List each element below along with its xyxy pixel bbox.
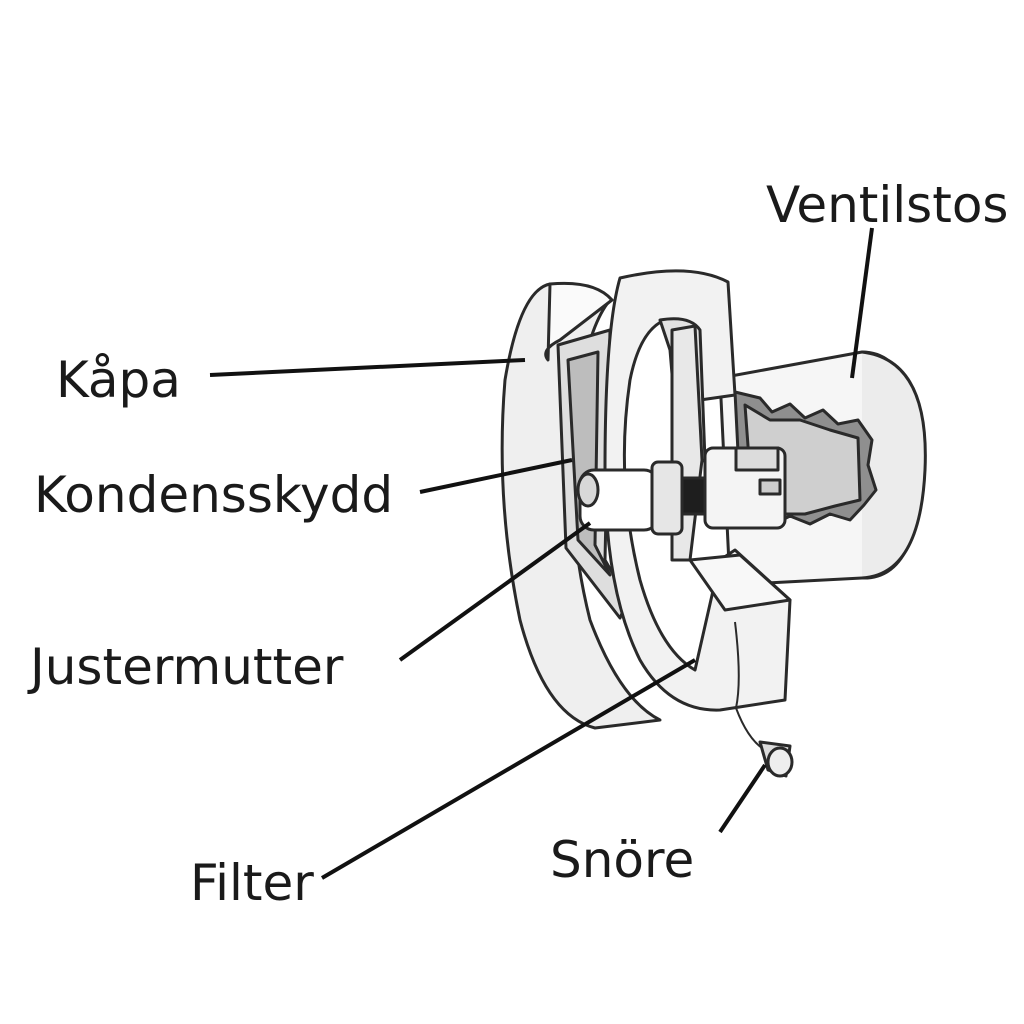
label-filter: Filter bbox=[190, 854, 314, 912]
leader-kondensskydd bbox=[419, 458, 573, 494]
label-kondensskydd: Kondensskydd bbox=[34, 466, 394, 524]
leader-kapa bbox=[209, 358, 526, 377]
label-ventilstos: Ventilstos bbox=[766, 176, 1009, 234]
justermutter-spindle bbox=[576, 446, 787, 536]
label-kapa: Kåpa bbox=[56, 351, 181, 409]
leader-lines bbox=[209, 227, 874, 880]
leader-snore bbox=[718, 763, 767, 834]
leader-justermutter bbox=[398, 521, 592, 662]
snore-cord bbox=[734, 621, 794, 778]
leader-ventilstos bbox=[850, 227, 874, 379]
label-justermutter: Justermutter bbox=[30, 638, 344, 696]
label-snore: Snöre bbox=[550, 831, 695, 889]
leader-filter bbox=[320, 658, 697, 880]
